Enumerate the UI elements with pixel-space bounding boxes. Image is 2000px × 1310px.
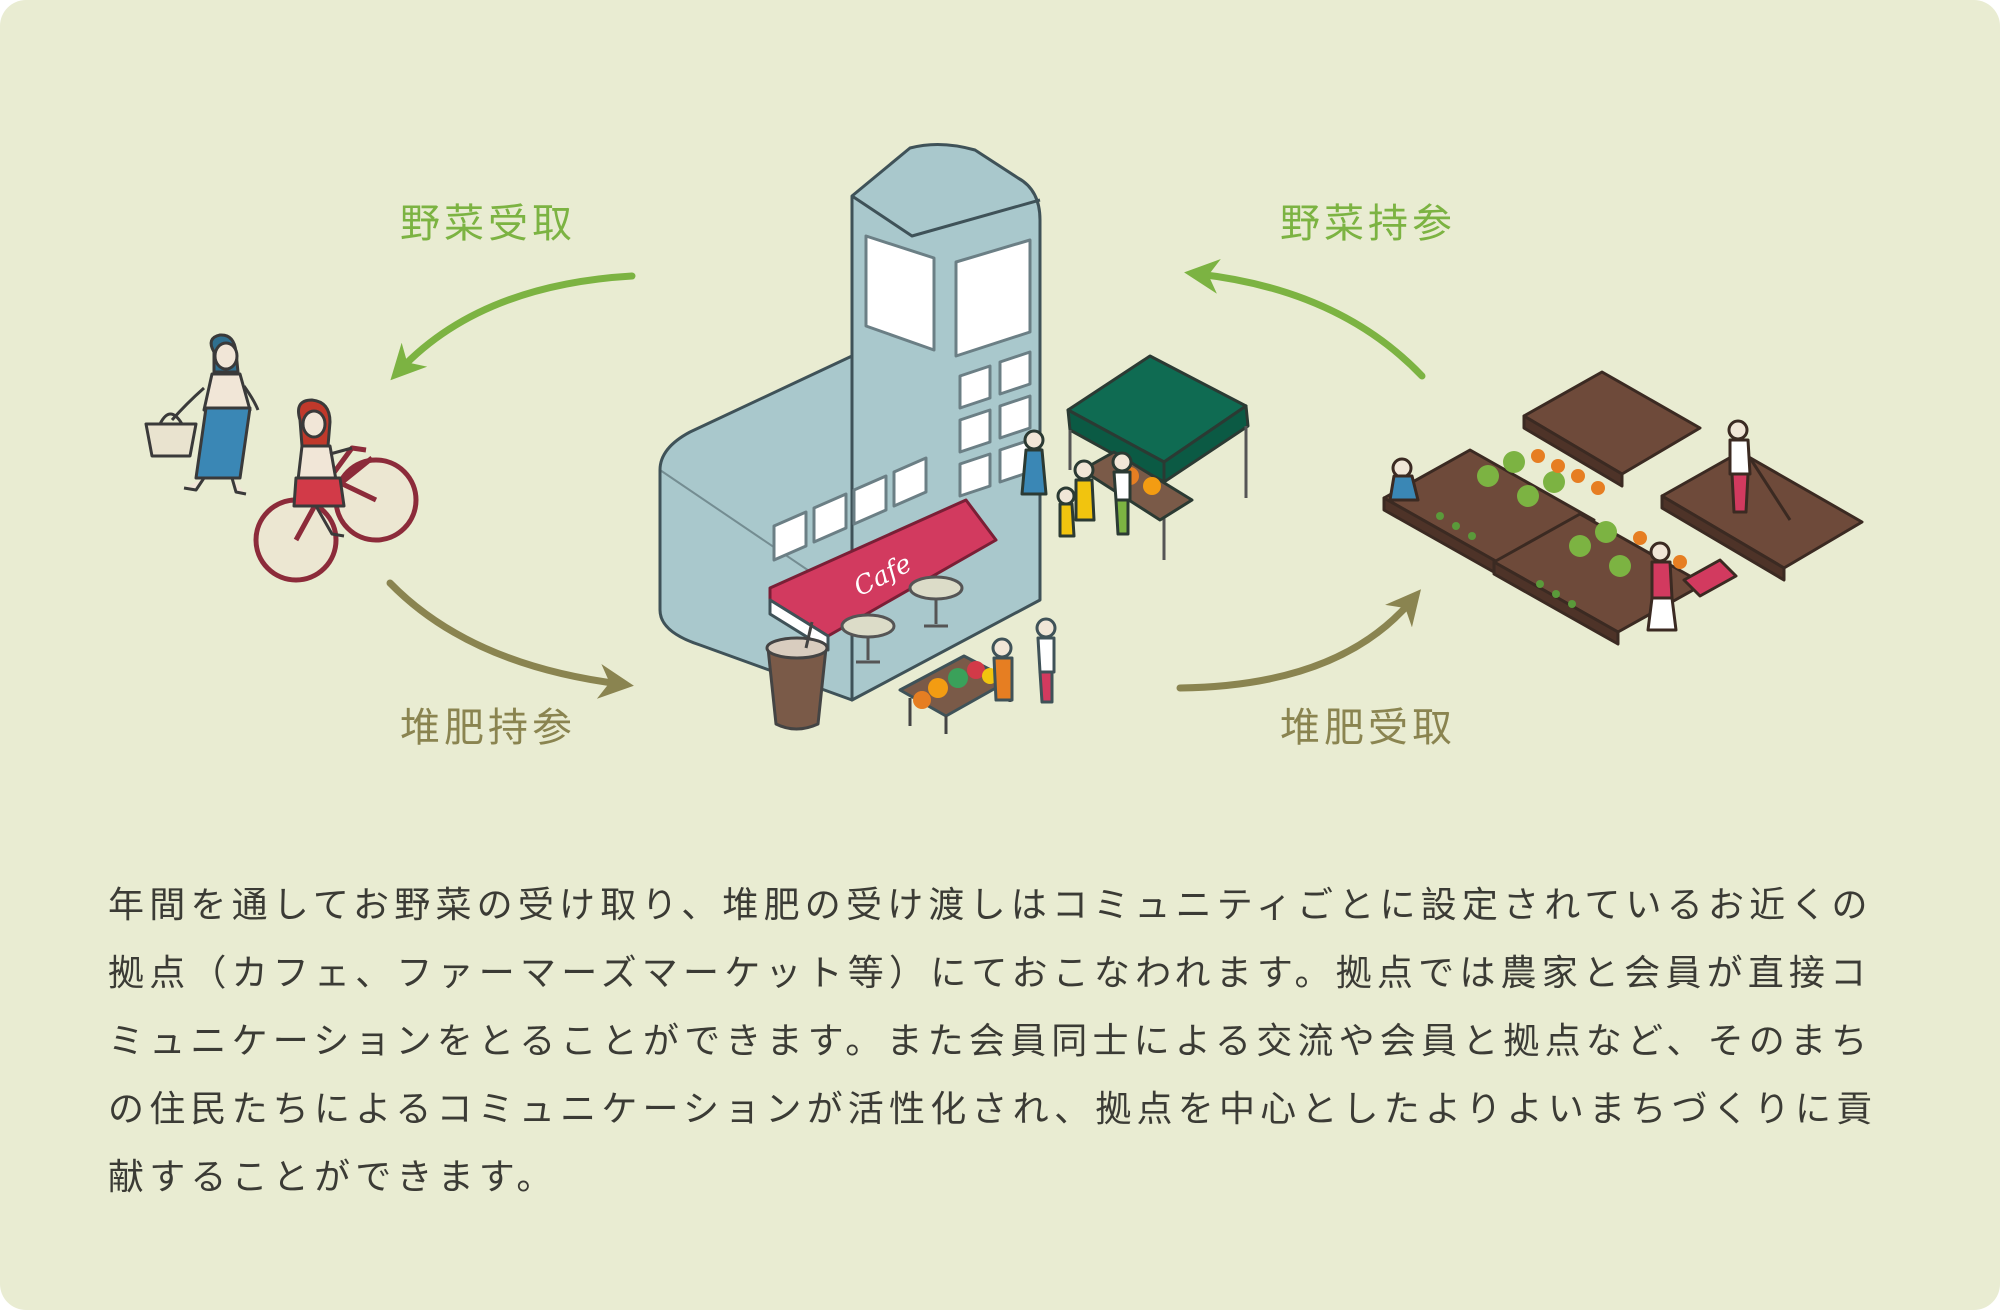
market-tent-illustration [1020,354,1250,560]
farm-field-illustration [1382,370,1864,646]
walking-woman-figure [144,333,260,496]
label-vegetable-delivery: 野菜持参 [1280,201,1456,247]
iced-coffee-cup [765,621,829,731]
farmers [1388,419,1792,632]
cafe-building-illustration: Cafe [658,142,1057,734]
label-compost-delivery: 堆肥持参 [400,705,576,751]
arrow-compost-pickup [1176,589,1421,692]
label-vegetable-pickup: 野菜受取 [400,201,576,247]
arrow-vegetable-pickup [390,272,636,381]
label-compost-pickup: 堆肥受取 [1280,705,1456,751]
market-people [991,617,1057,704]
community-cycle-illustration: Cafe [144,142,1864,734]
arrow-compost-delivery [386,579,634,699]
cyclist-figure [253,398,419,583]
arrow-vegetable-delivery [1184,258,1426,380]
residents-illustration [144,333,419,583]
description-text: 年間を通してお野菜の受け取り、堆肥の受け渡しはコミュニティごとに設定されているお… [108,885,1878,1198]
tent-visitors [1020,429,1133,538]
